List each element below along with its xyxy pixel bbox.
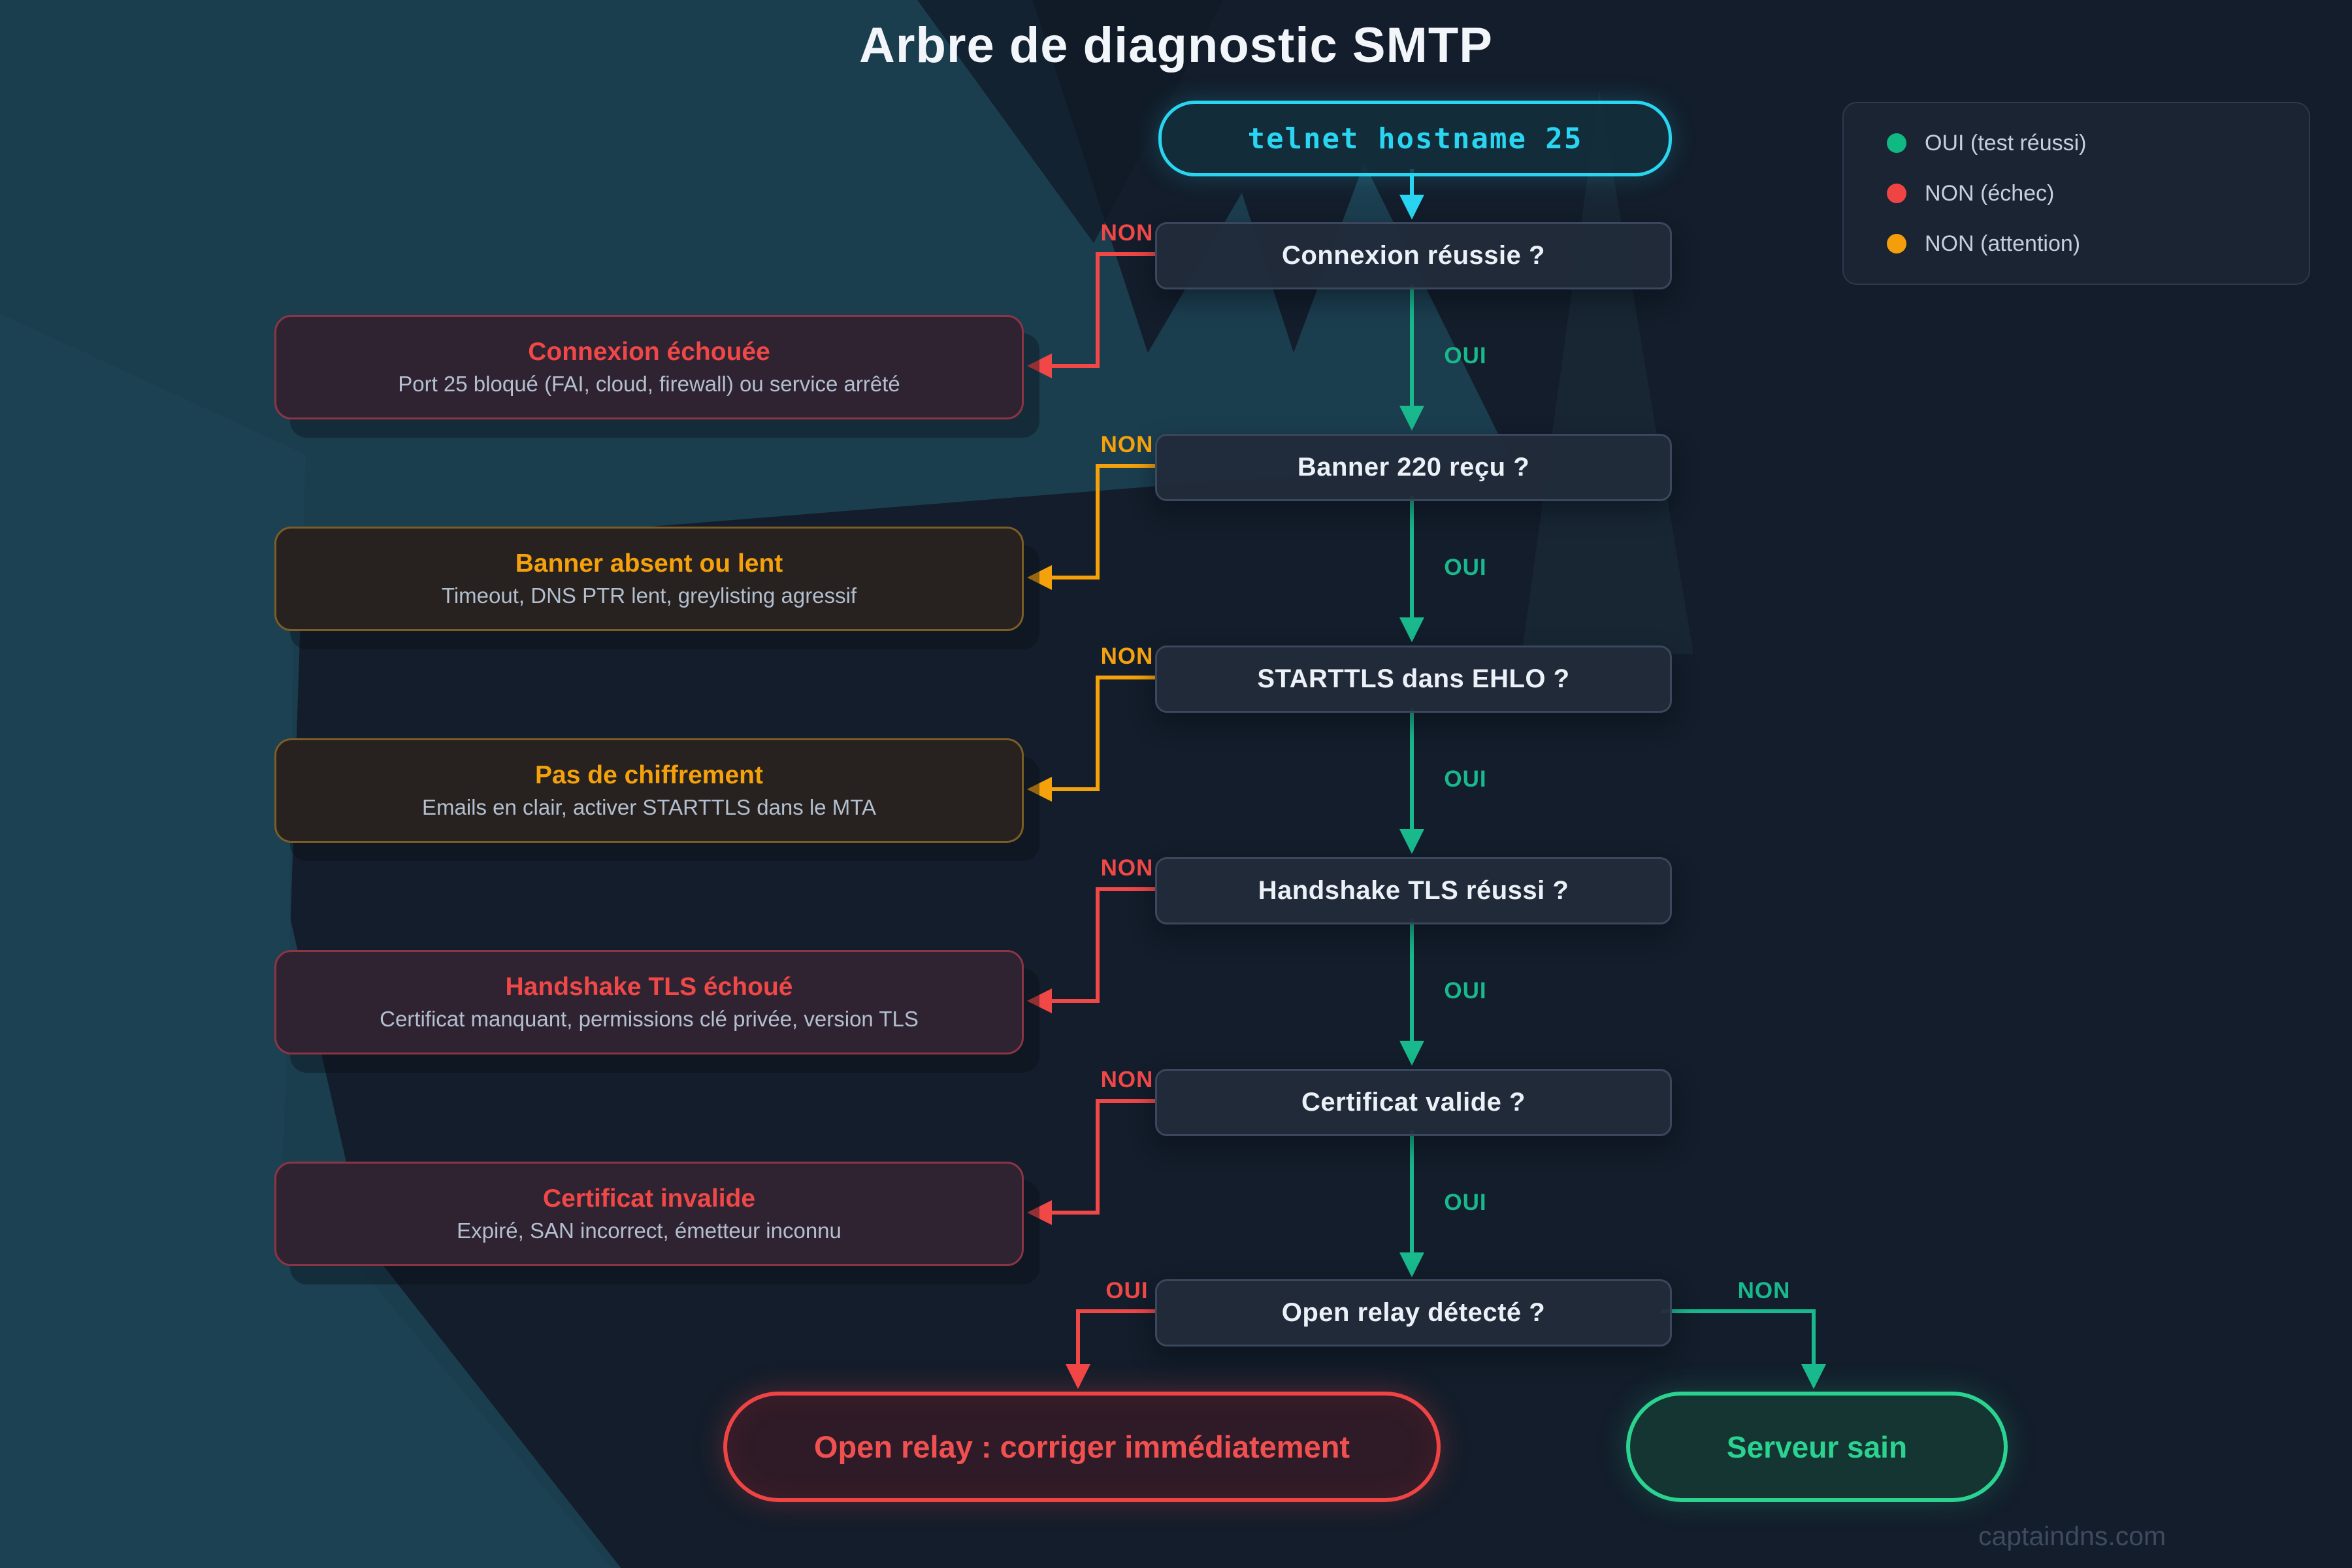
failure-detail: Timeout, DNS PTR lent, greylisting agres… — [441, 583, 857, 608]
edge-label-oui-5: OUI — [1444, 1190, 1487, 1215]
decision-node-handshake: Handshake TLS réussi ? — [1155, 857, 1672, 924]
edge-label-oui-3: OUI — [1444, 766, 1487, 792]
failure-detail: Emails en clair, activer STARTTLS dans l… — [421, 795, 877, 819]
failure-card-handshake: Handshake TLS échoué Certificat manquant… — [274, 950, 1024, 1054]
terminal-serveur-sain: Serveur sain — [1626, 1392, 2008, 1502]
decision-node-openrelay: Open relay détecté ? — [1155, 1279, 1672, 1347]
edge-label-oui-1: OUI — [1444, 343, 1487, 368]
edge-label-oui-openrelay: OUI — [1105, 1278, 1149, 1303]
failure-card-chiffrement: Pas de chiffrement Emails en clair, acti… — [274, 738, 1024, 843]
failure-card-banner: Banner absent ou lent Timeout, DNS PTR l… — [274, 527, 1024, 631]
legend-item-oui: OUI (test réussi) — [1887, 131, 2309, 156]
legend-label: NON (échec) — [1925, 180, 2055, 206]
failure-title: Connexion échouée — [528, 338, 770, 366]
decision-node-connexion: Connexion réussie ? — [1155, 222, 1672, 289]
failure-title: Pas de chiffrement — [535, 761, 763, 789]
legend-item-non-attention: NON (attention) — [1887, 231, 2309, 257]
decision-node-certificat: Certificat valide ? — [1155, 1069, 1672, 1136]
start-command-label: telnet hostname 25 — [1247, 122, 1583, 155]
edge-label-oui-2: OUI — [1444, 555, 1487, 580]
page-title: Arbre de diagnostic SMTP — [859, 18, 1493, 73]
start-node-telnet: telnet hostname 25 — [1158, 101, 1672, 176]
legend-item-non-echec: NON (échec) — [1887, 181, 2309, 206]
edge-label-non-2: NON — [1100, 432, 1154, 457]
legend-dot-red — [1887, 184, 1906, 203]
question-label: Open relay détecté ? — [1281, 1298, 1546, 1327]
failure-detail: Expiré, SAN incorrect, émetteur inconnu — [457, 1218, 841, 1243]
decision-node-banner: Banner 220 reçu ? — [1155, 434, 1672, 501]
edge-label-non-1: NON — [1100, 220, 1154, 246]
terminal-open-relay: Open relay : corriger immédiatement — [723, 1392, 1441, 1502]
legend-dot-orange — [1887, 234, 1906, 253]
failure-title: Certificat invalide — [542, 1184, 756, 1213]
question-label: STARTTLS dans EHLO ? — [1257, 664, 1570, 693]
terminal-success-label: Serveur sain — [1726, 1429, 1908, 1464]
watermark: captaindns.com — [1978, 1521, 2166, 1551]
edge-label-non-openrelay: NON — [1737, 1278, 1791, 1303]
edge-label-non-5: NON — [1100, 1067, 1154, 1092]
legend: OUI (test réussi) NON (échec) NON (atten… — [1842, 102, 2310, 285]
edge-label-non-3: NON — [1100, 644, 1154, 669]
failure-card-connexion: Connexion échouée Port 25 bloqué (FAI, c… — [274, 315, 1024, 419]
failure-card-certificat: Certificat invalide Expiré, SAN incorrec… — [274, 1162, 1024, 1266]
question-label: Connexion réussie ? — [1282, 241, 1545, 270]
legend-dot-green — [1887, 133, 1906, 153]
question-label: Banner 220 reçu ? — [1297, 453, 1530, 482]
decision-node-starttls: STARTTLS dans EHLO ? — [1155, 645, 1672, 713]
question-label: Handshake TLS réussi ? — [1258, 876, 1569, 905]
edge-label-non-4: NON — [1100, 855, 1154, 881]
failure-detail: Certificat manquant, permissions clé pri… — [380, 1007, 919, 1031]
failure-title: Handshake TLS échoué — [505, 973, 793, 1001]
question-label: Certificat valide ? — [1301, 1088, 1526, 1117]
failure-detail: Port 25 bloqué (FAI, cloud, firewall) ou… — [398, 372, 900, 396]
legend-label: OUI (test réussi) — [1925, 130, 2087, 155]
terminal-failure-label: Open relay : corriger immédiatement — [813, 1429, 1350, 1464]
failure-title: Banner absent ou lent — [515, 549, 783, 578]
edge-label-oui-4: OUI — [1444, 978, 1487, 1004]
legend-label: NON (attention) — [1925, 231, 2081, 256]
